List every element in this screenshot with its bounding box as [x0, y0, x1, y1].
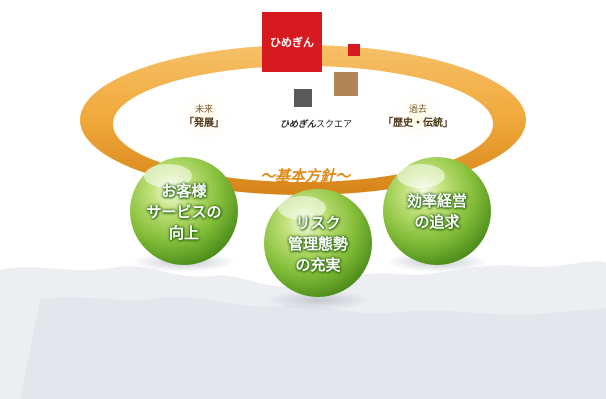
- pillar-efficiency-text: 効率経営 の追求: [377, 191, 497, 233]
- future-orb: [174, 87, 234, 147]
- past-line1: 過去: [408, 105, 427, 115]
- past-orb: [388, 87, 448, 147]
- accent-square-gray: [294, 89, 312, 107]
- pillar-risk-line2: 管理態勢: [287, 235, 348, 253]
- pillar-efficiency-line1: 効率経営: [406, 192, 467, 210]
- future-line2: 「発展」: [184, 118, 224, 129]
- past-line2: 「歴史・伝統」: [383, 118, 453, 129]
- pillar-service-text: お客様 サービスの 向上: [124, 181, 244, 244]
- map-silhouette: [0, 261, 606, 399]
- pillar-service-line2: サービスの: [146, 203, 222, 221]
- pillar-risk-line3: の充実: [295, 256, 341, 274]
- brand-logo: ひめぎん: [262, 12, 322, 72]
- pillar-service-line1: お客様: [161, 182, 207, 200]
- pillar-efficiency-line2: の追求: [414, 213, 460, 231]
- future-line1: 未来: [194, 105, 213, 115]
- square-name-suffix: スクエア: [316, 120, 353, 130]
- future-label: 未来 「発展」: [174, 104, 234, 130]
- pillar-risk-text: リスク 管理態勢 の充実: [258, 213, 378, 276]
- policy-title: 〜基本方針〜: [259, 167, 350, 185]
- pillar-service-line3: 向上: [168, 224, 199, 242]
- square-name-brand: ひめぎん: [280, 120, 317, 130]
- accent-square-red: [348, 44, 360, 56]
- accent-square-brown: [334, 72, 358, 96]
- square-name: ひめぎんスクエア: [280, 117, 352, 130]
- past-label: 過去 「歴史・伝統」: [378, 104, 458, 130]
- pillar-risk-line1: リスク: [295, 214, 341, 232]
